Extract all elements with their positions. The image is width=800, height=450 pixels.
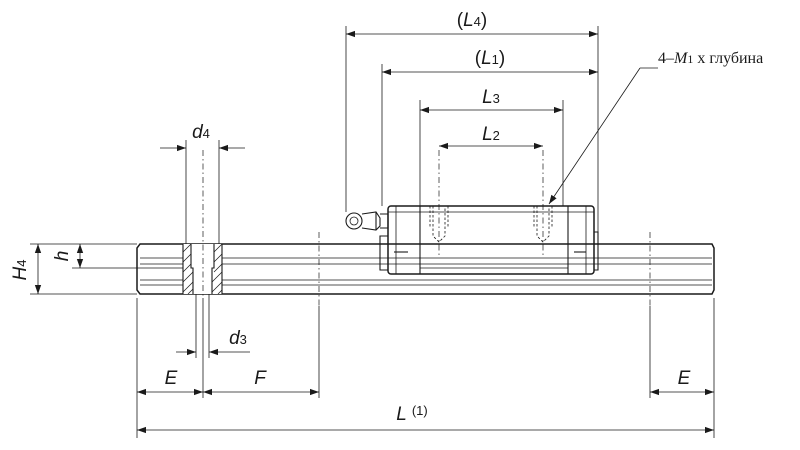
extension-lines [30,26,715,438]
dim-label-E-left: E [165,368,178,389]
thread-note-leader [548,67,658,205]
grease-nipple [345,211,389,231]
dim-label-E-right: E [678,368,691,389]
dim-label-L: L(1) [396,403,427,425]
dim-label-L2: L2 [482,124,500,145]
thread-note: 4–M1 x глубина [658,50,763,67]
carriage-block [379,205,599,275]
center-lines [202,150,651,306]
dim-label-H4: H4 [10,260,31,281]
dim-label-h: h [52,251,73,262]
rail-mounting-hole [182,243,223,295]
threaded-holes [429,206,553,243]
dim-label-L1: (L1) [475,48,505,69]
rail [136,243,715,295]
dimension-lines [34,30,714,434]
dim-label-L3: L3 [482,87,500,108]
dim-label-d3: d3 [229,328,247,349]
dim-label-L4: (L4) [457,10,487,31]
dim-label-F: F [254,368,267,389]
dim-label-d4: d4 [192,122,210,143]
